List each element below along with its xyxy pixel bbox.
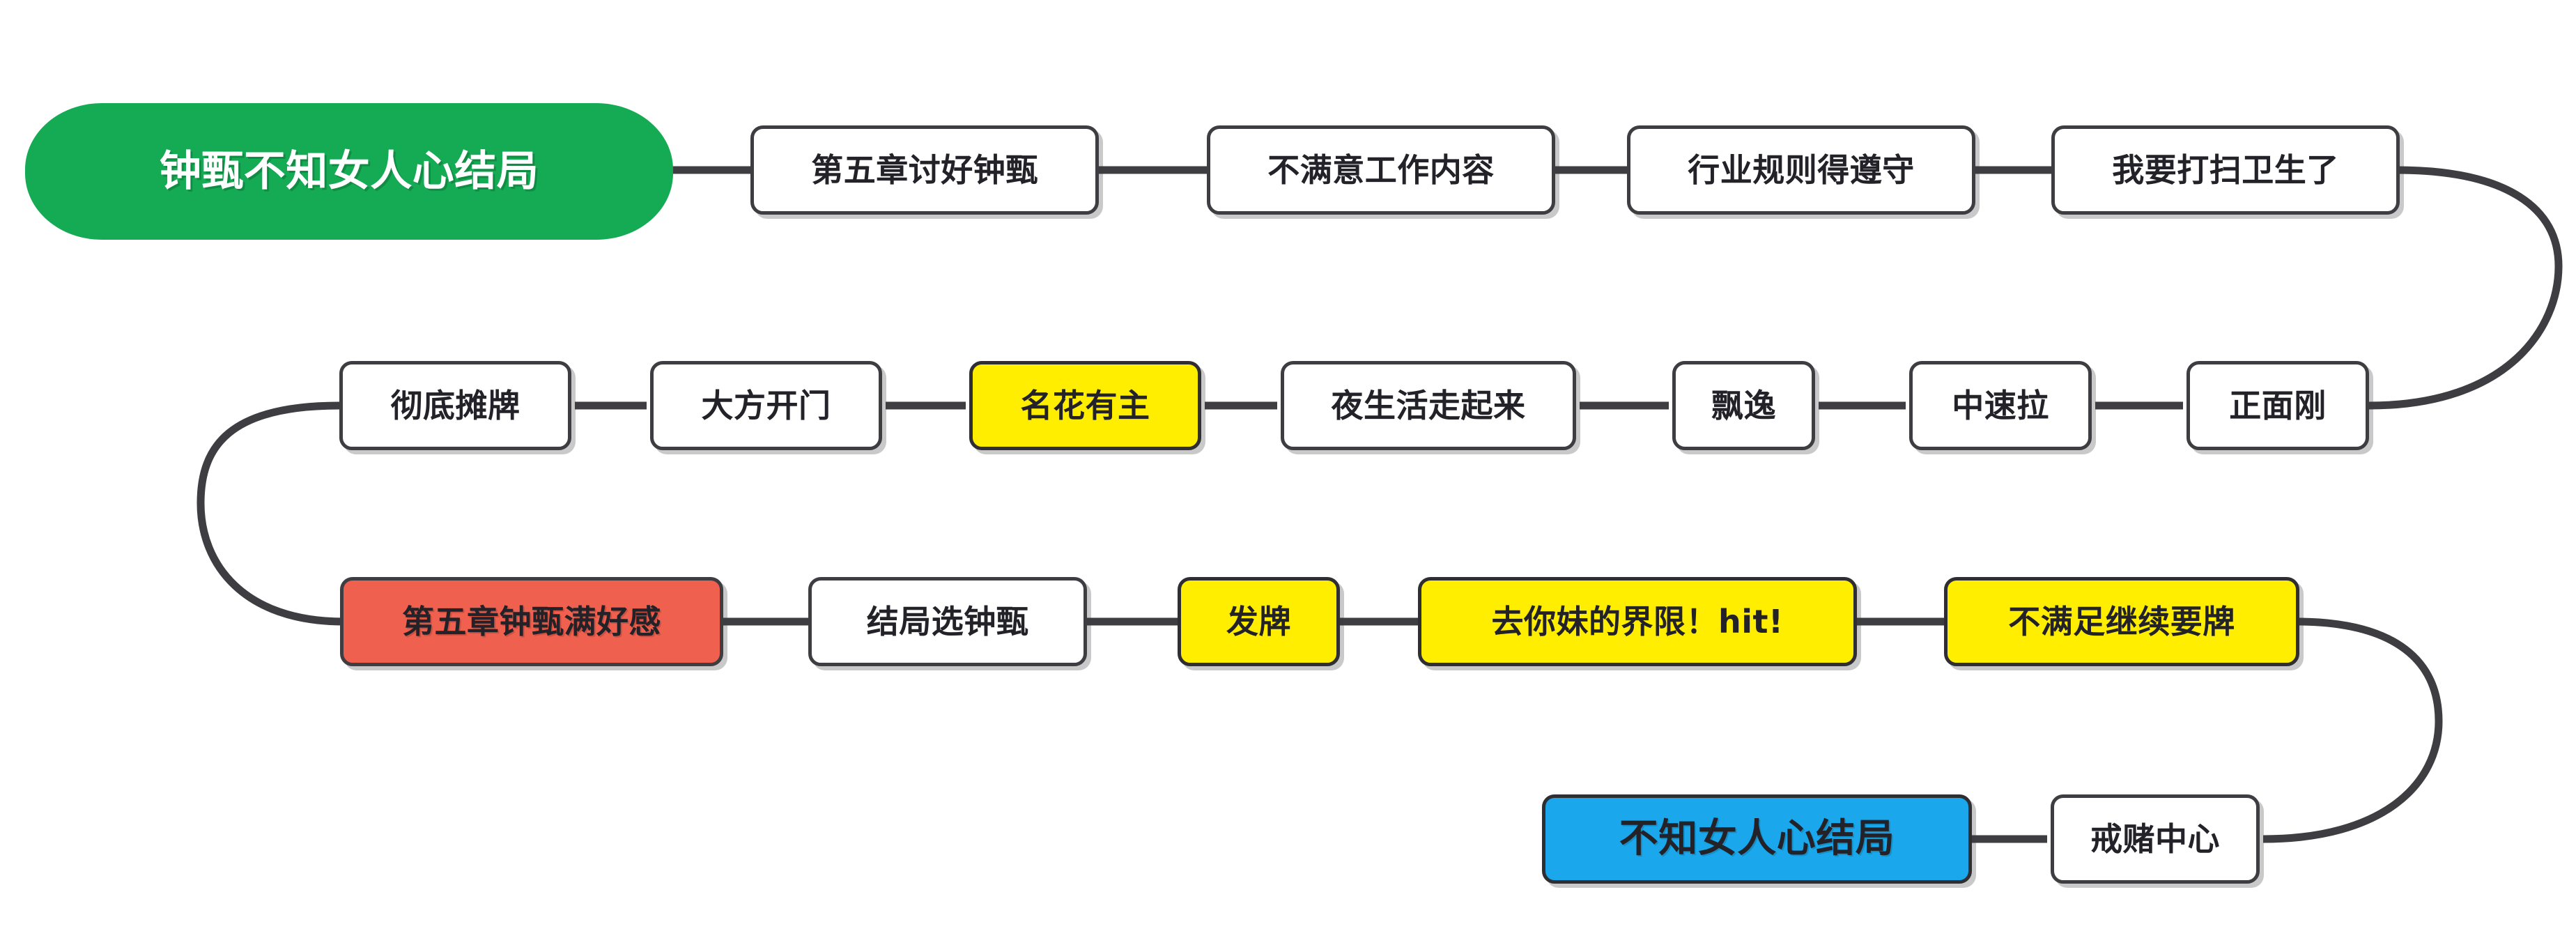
node-label: 钟甄不知女人心结局 <box>159 147 539 196</box>
node-label: 飘逸 <box>1711 386 1776 424</box>
node-label: 不知女人心结局 <box>1619 816 1895 862</box>
node-open-the-door[interactable]: 大方开门 <box>650 361 882 450</box>
node-chapter5-please-zhongzhen[interactable]: 第五章讨好钟甄 <box>750 125 1099 215</box>
node-label: 中速拉 <box>1952 386 2049 424</box>
node-label: 名花有主 <box>1020 386 1150 424</box>
node-deal-cards[interactable]: 发牌 <box>1178 577 1340 666</box>
edge-wrap-left <box>196 401 344 626</box>
node-already-taken[interactable]: 名花有主 <box>969 361 1201 450</box>
node-medium-speed-pull[interactable]: 中速拉 <box>1909 361 2092 450</box>
node-label: 去你妹的界限！hit! <box>1491 602 1784 640</box>
node-i-will-clean[interactable]: 我要打扫卫生了 <box>2051 125 2400 215</box>
node-ending-choose-zhongzhen[interactable]: 结局选钟甄 <box>808 577 1087 666</box>
node-dont-know-womans-heart-ending[interactable]: 不知女人心结局 <box>1542 794 1972 884</box>
node-label: 大方开门 <box>701 386 831 424</box>
node-elegant[interactable]: 飘逸 <box>1672 361 1815 450</box>
node-label: 行业规则得遵守 <box>1688 151 1915 189</box>
node-label: 彻底摊牌 <box>390 386 520 424</box>
node-label: 第五章讨好钟甄 <box>811 151 1038 189</box>
node-label: 正面刚 <box>2229 386 2327 424</box>
node-label: 不满足继续要牌 <box>2008 602 2235 640</box>
node-root-zhongzhen-ending[interactable]: 钟甄不知女人心结局 <box>25 103 673 240</box>
node-full-disclosure[interactable]: 彻底摊牌 <box>339 361 571 450</box>
node-gambling-rehab-center[interactable]: 戒赌中心 <box>2051 794 2260 884</box>
node-head-on[interactable]: 正面刚 <box>2186 361 2369 450</box>
node-label: 我要打扫卫生了 <box>2112 151 2339 189</box>
node-label: 夜生活走起来 <box>1331 386 1526 424</box>
node-label: 发牌 <box>1226 602 1291 640</box>
node-nightlife-start[interactable]: 夜生活走起来 <box>1281 361 1576 450</box>
node-unhappy-with-work[interactable]: 不满意工作内容 <box>1207 125 1555 215</box>
node-label: 戒赌中心 <box>2090 820 2220 858</box>
node-label: 不满意工作内容 <box>1267 151 1495 189</box>
node-follow-industry-rules[interactable]: 行业规则得遵守 <box>1627 125 1975 215</box>
node-screw-the-limit-hit[interactable]: 去你妹的界限！hit! <box>1418 577 1857 666</box>
node-label: 第五章钟甄满好感 <box>402 602 661 640</box>
node-not-satisfied-keep-hitting[interactable]: 不满足继续要牌 <box>1944 577 2299 666</box>
node-label: 结局选钟甄 <box>866 602 1029 640</box>
node-chapter5-zhongzhen-full-affection[interactable]: 第五章钟甄满好感 <box>340 577 723 666</box>
